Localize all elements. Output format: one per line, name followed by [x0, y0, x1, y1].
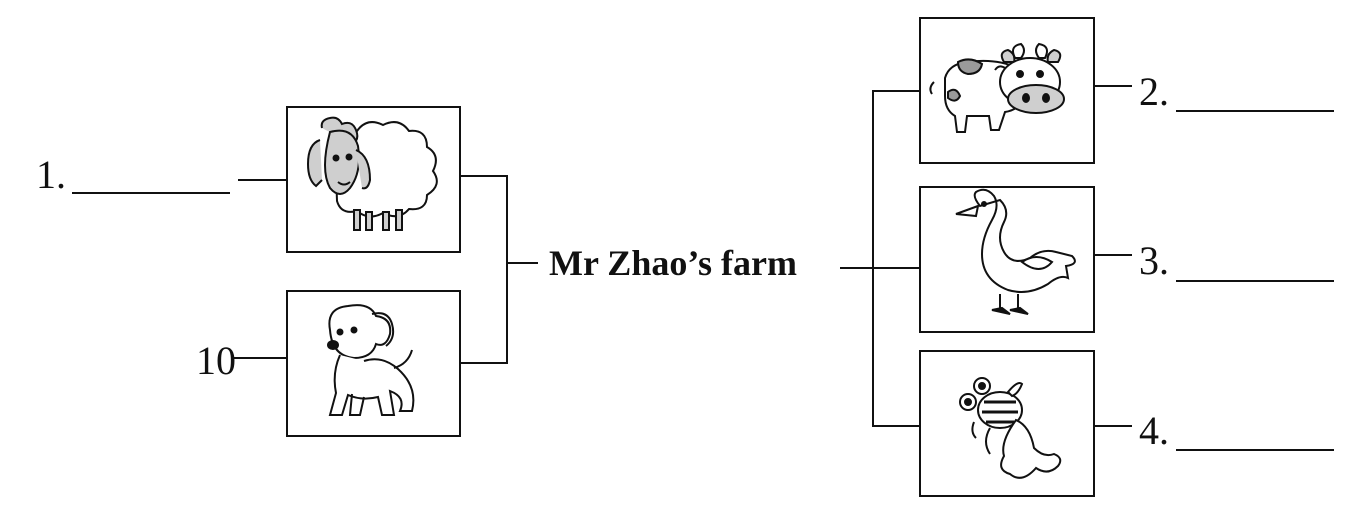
- dog-icon: [327, 304, 415, 416]
- item-number-1: 1.: [36, 152, 66, 197]
- cow-icon: [929, 42, 1065, 133]
- sheep-icon: [306, 116, 438, 231]
- item-number-3: 3.: [1139, 238, 1169, 283]
- item-number-4: 4.: [1139, 408, 1169, 453]
- goldfish-icon: [959, 377, 1062, 479]
- connector-lines: [232, 85, 1132, 427]
- item-number-2: 2.: [1139, 69, 1169, 114]
- goose-icon: [955, 188, 1076, 315]
- diagram-title: Mr Zhao’s farm: [549, 243, 797, 283]
- item-answer-dog: 10: [196, 338, 236, 383]
- answer-lines: [72, 110, 1334, 451]
